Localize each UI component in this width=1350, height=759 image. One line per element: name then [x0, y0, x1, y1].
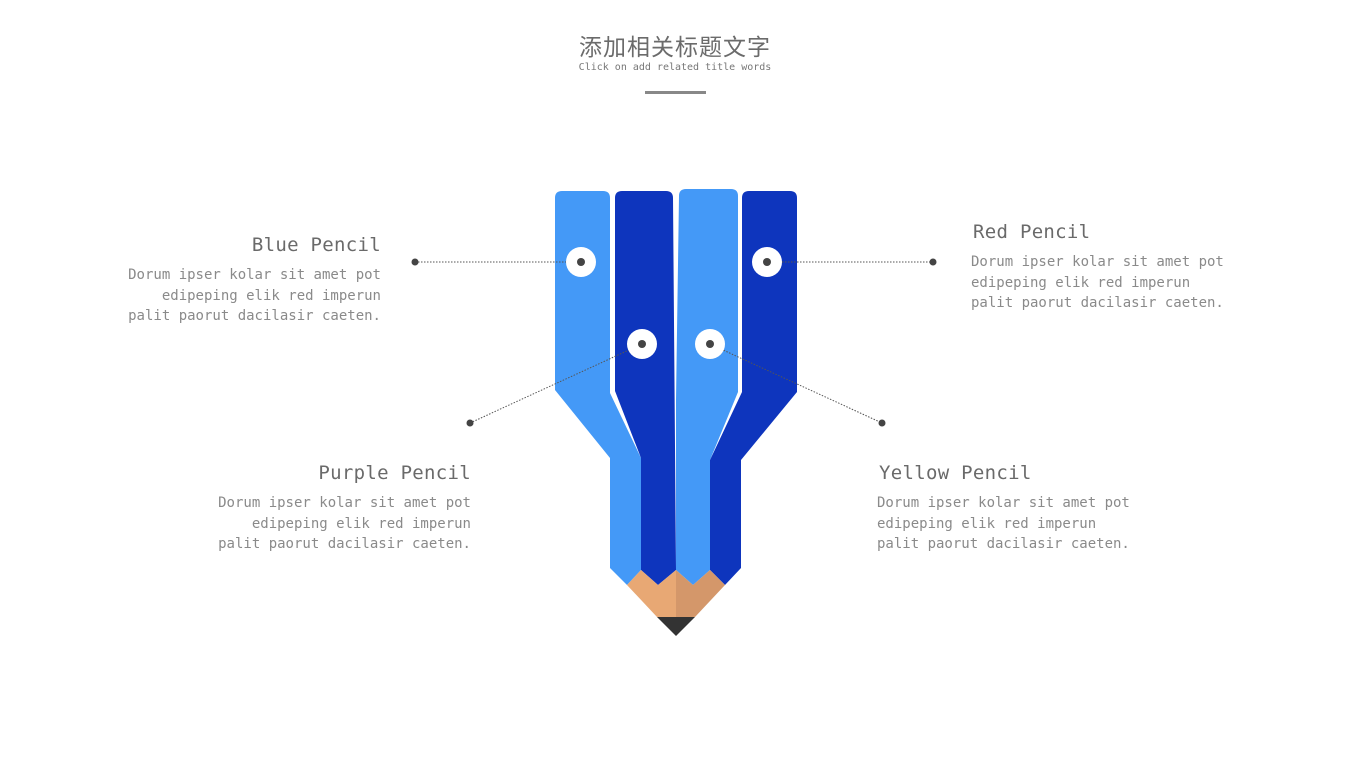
connector-yellow — [695, 329, 886, 427]
page-title: 添加相关标题文字 — [579, 35, 771, 61]
heading-red: Red Pencil — [973, 221, 1091, 243]
title-underline-divider — [645, 91, 706, 94]
heading-purple: Purple Pencil — [318, 462, 471, 484]
connector-purple — [466, 329, 657, 427]
heading-yellow: Yellow Pencil — [879, 462, 1032, 484]
pencil-wood-left — [627, 570, 676, 617]
body-red: Dorum ipser kolar sit amet pot edipeping… — [971, 254, 1224, 311]
text-block-red: Red Pencil Dorum ipser kolar sit amet po… — [971, 220, 1271, 314]
pencil-strip-2 — [615, 191, 676, 585]
pencil-strip-3 — [676, 189, 738, 585]
text-block-purple: Purple Pencil Dorum ipser kolar sit amet… — [171, 461, 471, 555]
pencil-lead-tip — [657, 617, 695, 636]
pencil-wood-right — [676, 570, 725, 617]
connector-red — [752, 247, 937, 277]
text-block-yellow: Yellow Pencil Dorum ipser kolar sit amet… — [877, 461, 1177, 555]
pencil-strip-1 — [555, 191, 641, 585]
body-yellow: Dorum ipser kolar sit amet pot edipeping… — [877, 495, 1130, 552]
body-purple: Dorum ipser kolar sit amet pot edipeping… — [218, 495, 471, 552]
connector-blue — [411, 247, 596, 277]
heading-blue: Blue Pencil — [251, 234, 381, 256]
pencil-strip-4 — [710, 191, 797, 585]
text-block-blue: Blue Pencil Dorum ipser kolar sit amet p… — [81, 233, 381, 327]
body-blue: Dorum ipser kolar sit amet pot edipeping… — [128, 267, 381, 324]
page-subtitle: Click on add related title words — [578, 62, 772, 73]
